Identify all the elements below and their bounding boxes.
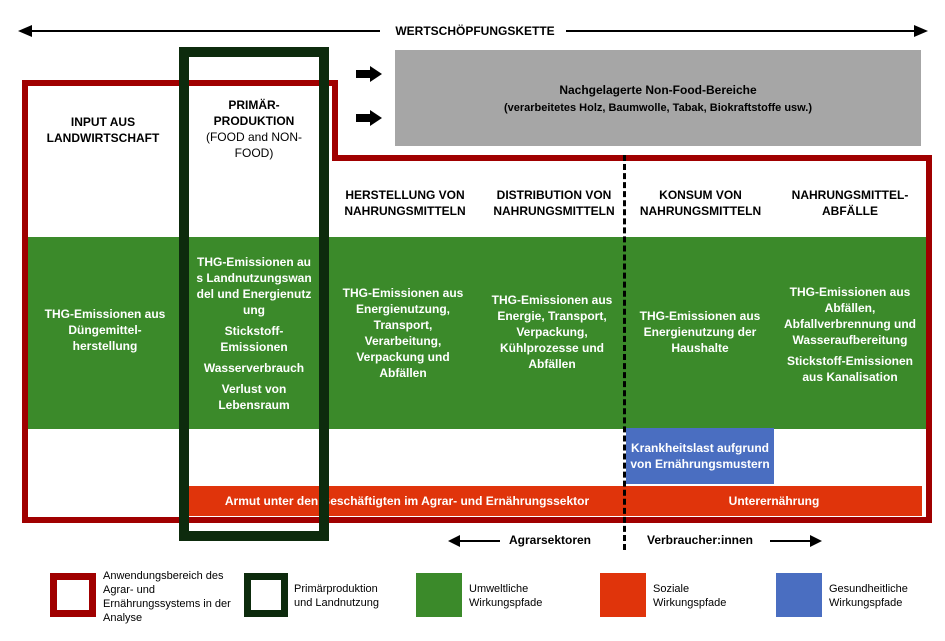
env-primary-nitrogen: Stickstoff-Emissionen	[220, 323, 288, 354]
env-waste-nitrogen: Stickstoff-Emissionen aus Kanalisation	[786, 353, 914, 384]
stage-primary-line2: PRODUKTION	[213, 114, 295, 128]
legend-health-swatch	[776, 573, 822, 617]
value-chain-label: WERTSCHÖPFUNGSKETTE	[395, 24, 555, 38]
health-disease: Krankheitslast aufgrund von Ernährungsmu…	[626, 428, 774, 484]
stage-consumption: KONSUM VON NAHRUNGSMITTELN	[639, 188, 762, 218]
stage-manufacturing: HERSTELLUNG VON NAHRUNGSMITTELN	[344, 188, 466, 218]
value-chain-arrow	[18, 24, 928, 38]
sector-agri: Agrarsektoren	[508, 533, 592, 547]
stage-primary-line3: (FOOD and NON-FOOD)	[205, 130, 302, 160]
env-primary: THG-Emissionen aus Landnutzungswandel un…	[194, 240, 314, 426]
env-input: THG-Emissionen aus Düngemittel-herstellu…	[44, 307, 166, 353]
non-food-subtitle: (verarbeitetes Holz, Baumwolle, Tabak, B…	[503, 101, 813, 114]
primary-production-frame	[179, 47, 329, 541]
sector-consumers: Verbraucher:innen	[646, 533, 754, 547]
env-distribution: THG-Emissionen aus Energie, Transport, V…	[491, 293, 613, 371]
stage-primary: PRIMÄR- PRODUKTION (FOOD and NON-FOOD)	[191, 92, 317, 166]
arrow-right-icon	[770, 534, 822, 552]
env-primary-water: Wasserverbrauch	[203, 360, 305, 375]
legend-env-swatch	[416, 573, 462, 617]
arrow-left-icon	[448, 534, 500, 552]
stage-distribution: DISTRIBUTION VON NAHRUNGSMITTELN	[493, 188, 615, 218]
legend-scope-label: Anwendungsbereich des Agrar- und Ernähru…	[103, 570, 231, 624]
legend-scope-swatch	[50, 573, 96, 617]
non-food-title: Nachgelagerte Non-Food-Bereiche	[559, 82, 757, 97]
sector-divider	[623, 155, 626, 550]
environmental-band	[28, 237, 926, 429]
legend-health-label: Gesundheitliche Wirkungspfade	[829, 583, 908, 609]
social-poverty: Armut unter den Beschäftigten im Agrar- …	[188, 486, 626, 516]
legend-social-swatch	[600, 573, 646, 617]
env-manufacturing: THG-Emissionen aus Energienutzung, Trans…	[342, 286, 464, 380]
value-chain-arrow-shape	[18, 25, 928, 37]
legend-social-label: Soziale Wirkungspfade	[653, 583, 727, 609]
env-primary-ghg: THG-Emissionen aus Landnutzungswandel un…	[196, 254, 312, 317]
env-waste: THG-Emissionen aus Abfällen, Abfallverbr…	[780, 262, 920, 406]
legend-primary-label: Primärproduktion und Landnutzung	[294, 583, 380, 609]
stage-input: INPUT AUS LANDWIRTSCHAFT	[46, 115, 160, 145]
stage-waste: NAHRUNGSMITTEL-ABFÄLLE	[791, 188, 909, 218]
social-undernutrition: Unterernährung	[626, 486, 922, 516]
arrow-right-icon	[356, 110, 382, 131]
stage-primary-line1: PRIMÄR-	[228, 98, 280, 112]
legend-env-label: Umweltliche Wirkungspfade	[469, 583, 543, 609]
env-waste-ghg: THG-Emissionen aus Abfällen, Abfallverbr…	[784, 284, 916, 347]
legend-primary-swatch	[244, 573, 288, 617]
arrow-right-icon	[356, 66, 382, 87]
env-primary-habitat: Verlust von Lebensraum	[218, 381, 290, 412]
non-food-box: Nachgelagerte Non-Food-Bereiche (verarbe…	[395, 50, 921, 146]
env-consumption: THG-Emissionen aus Energienutzung der Ha…	[639, 309, 761, 355]
